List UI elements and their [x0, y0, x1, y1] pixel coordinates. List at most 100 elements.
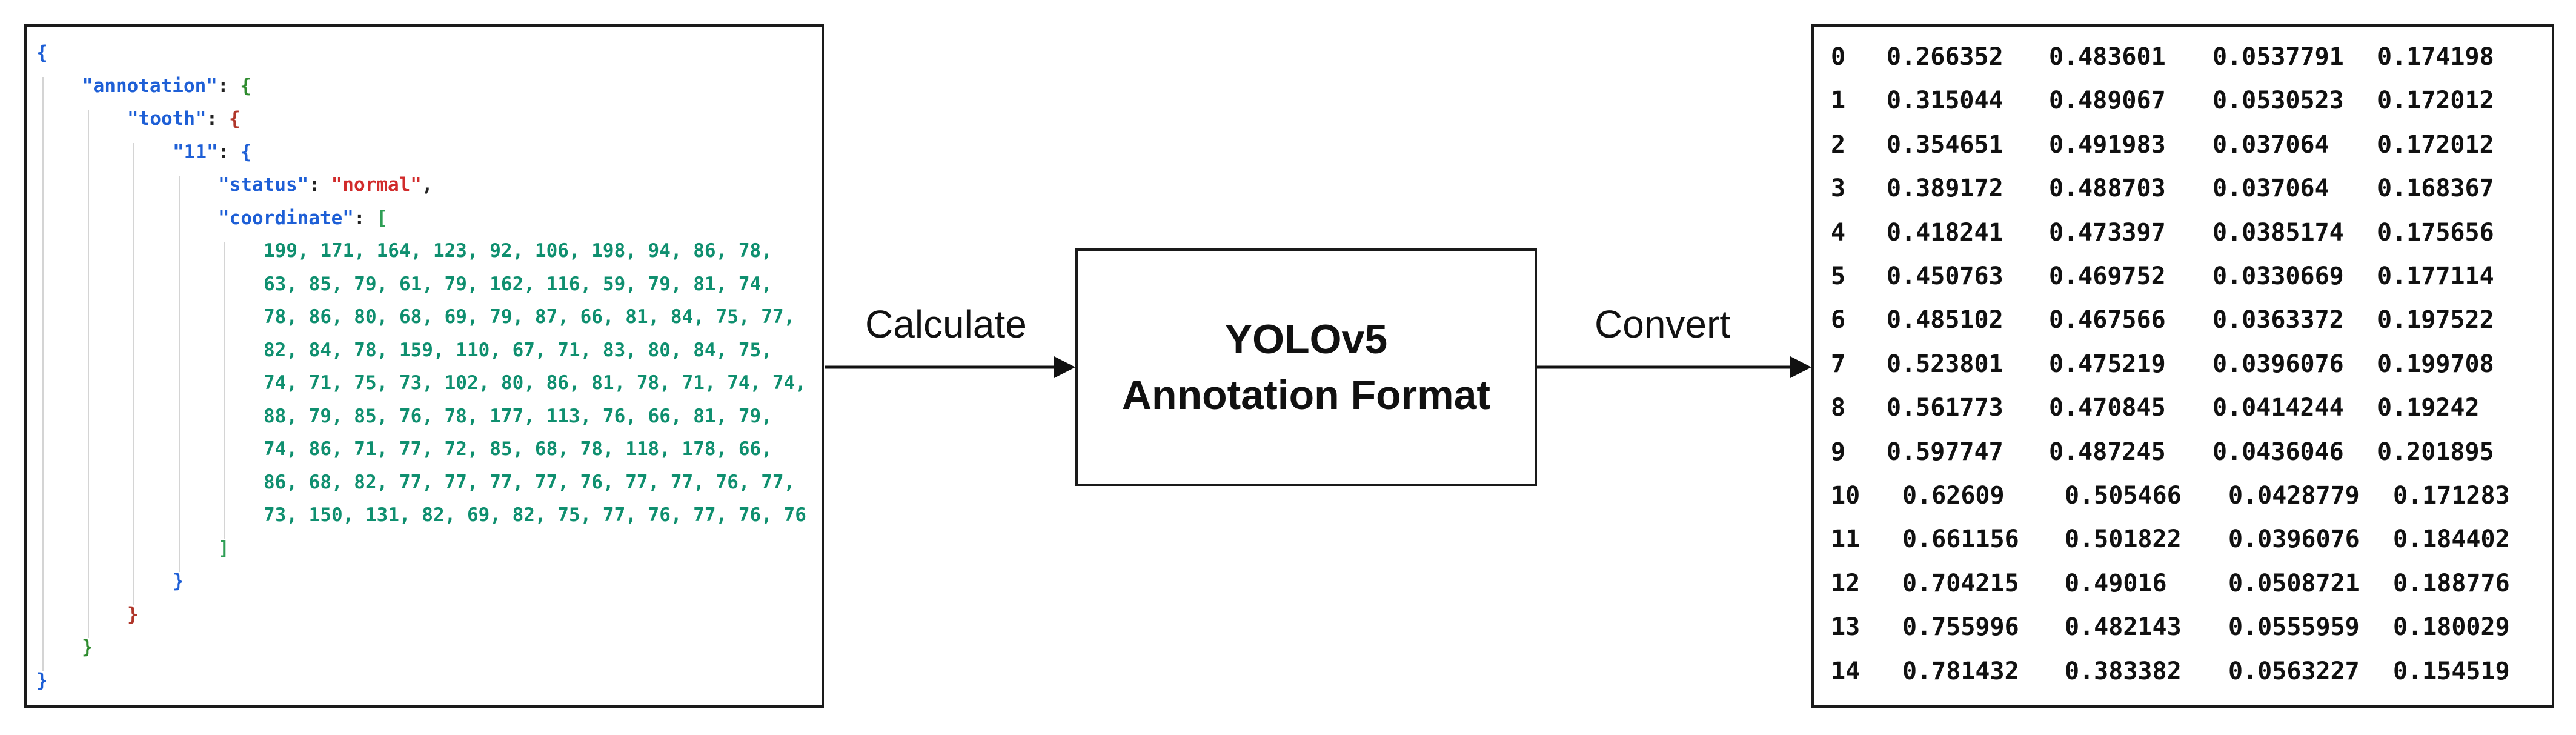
- yolo-x-value: 0.704215: [1902, 569, 2019, 597]
- yolo-w-value: 0.037064: [2213, 130, 2329, 159]
- yolo-y-value: 0.475219: [2049, 350, 2166, 378]
- indent-guide: [224, 242, 225, 539]
- code-token: {: [240, 75, 251, 97]
- json-annotation-panel: {"annotation": {"tooth": {"11": {"status…: [24, 24, 824, 708]
- code-line: ]: [218, 532, 230, 565]
- indent-guide: [42, 76, 44, 671]
- yolo-x-value: 0.561773: [1887, 394, 2003, 422]
- yolov5-format-box: YOLOv5 Annotation Format: [1075, 248, 1537, 486]
- yolo-cls-value: 13: [1831, 613, 1861, 642]
- code-token: "status": [218, 174, 309, 196]
- code-token: "coordinate": [218, 207, 354, 229]
- yolo-x-value: 0.418241: [1887, 218, 2003, 247]
- code-token: :: [353, 207, 377, 229]
- yolo-w-value: 0.0428779: [2228, 482, 2360, 510]
- code-line: 78, 86, 80, 68, 69, 79, 87, 66, 81, 84, …: [264, 301, 795, 334]
- yolo-x-value: 0.523801: [1887, 350, 2003, 378]
- code-line: }: [173, 565, 184, 598]
- yolo-w-value: 0.0508721: [2228, 569, 2360, 597]
- yolo-x-value: 0.315044: [1887, 87, 2003, 115]
- yolo-cls-value: 14: [1831, 657, 1861, 685]
- code-token: "11": [173, 141, 218, 163]
- yolo-y-value: 0.473397: [2049, 218, 2166, 247]
- yolo-y-value: 0.489067: [2049, 87, 2166, 115]
- code-token: 74, 71, 75, 73, 102, 80, 86, 81, 78, 71,…: [264, 372, 806, 394]
- yolo-h-value: 0.174198: [2377, 43, 2494, 71]
- yolo-cls-value: 11: [1831, 525, 1861, 554]
- code-line: 63, 85, 79, 61, 79, 162, 116, 59, 79, 81…: [264, 268, 772, 301]
- code-token: }: [173, 570, 184, 592]
- code-token: :: [217, 75, 241, 97]
- code-token: }: [127, 603, 139, 625]
- yolo-cls-value: 0: [1831, 43, 1846, 71]
- yolo-w-value: 0.0385174: [2213, 218, 2344, 247]
- yolo-w-value: 0.0537791: [2213, 43, 2344, 71]
- code-line: }: [36, 664, 48, 697]
- code-token: :: [217, 141, 241, 163]
- yolo-h-value: 0.154519: [2393, 657, 2510, 685]
- indent-guide: [88, 110, 89, 638]
- indent-guide: [133, 142, 134, 605]
- yolo-x-value: 0.755996: [1902, 613, 2019, 642]
- yolo-w-value: 0.0396076: [2228, 525, 2360, 554]
- code-token: "tooth": [127, 108, 207, 130]
- code-line: "annotation": {: [82, 70, 251, 103]
- yolo-h-value: 0.19242: [2377, 394, 2480, 422]
- yolo-h-value: 0.184402: [2393, 525, 2510, 554]
- yolo-y-value: 0.505466: [2065, 482, 2182, 510]
- code-token: 199, 171, 164, 123, 92, 106, 198, 94, 86…: [264, 240, 772, 262]
- yolo-w-value: 0.0563227: [2228, 657, 2360, 685]
- yolo-w-value: 0.037064: [2213, 175, 2329, 203]
- code-token: "annotation": [82, 75, 217, 97]
- yolo-x-value: 0.266352: [1887, 43, 2003, 71]
- code-line: 73, 150, 131, 82, 69, 82, 75, 77, 76, 77…: [264, 499, 806, 532]
- code-token: ,: [421, 174, 433, 196]
- yolo-x-value: 0.781432: [1902, 657, 2019, 685]
- yolo-h-value: 0.188776: [2393, 569, 2510, 597]
- yolo-y-value: 0.488703: [2049, 175, 2166, 203]
- code-token: 73, 150, 131, 82, 69, 82, 75, 77, 76, 77…: [264, 504, 806, 526]
- yolo-y-value: 0.501822: [2065, 525, 2182, 554]
- code-line: 88, 79, 85, 76, 78, 177, 113, 76, 66, 81…: [264, 400, 772, 433]
- code-token: 88, 79, 85, 76, 78, 177, 113, 76, 66, 81…: [264, 405, 772, 427]
- code-line: 82, 84, 78, 159, 110, 67, 71, 83, 80, 84…: [264, 334, 772, 367]
- code-line: 74, 86, 71, 77, 72, 85, 68, 78, 118, 178…: [264, 433, 772, 466]
- yolo-h-value: 0.197522: [2377, 306, 2494, 334]
- code-line: 199, 171, 164, 123, 92, 106, 198, 94, 86…: [264, 234, 772, 268]
- code-token: {: [228, 108, 241, 130]
- yolo-cls-value: 12: [1831, 569, 1861, 597]
- yolo-h-value: 0.175656: [2377, 218, 2494, 247]
- code-line: }: [82, 631, 93, 664]
- yolo-h-value: 0.172012: [2377, 87, 2494, 115]
- yolo-h-value: 0.171283: [2393, 482, 2510, 510]
- yolo-w-value: 0.0396076: [2213, 350, 2344, 378]
- indent-guide: [179, 176, 180, 572]
- code-token: :: [308, 174, 331, 196]
- code-token: 86, 68, 82, 77, 77, 77, 77, 76, 77, 77, …: [264, 471, 795, 493]
- yolo-cls-value: 7: [1831, 350, 1846, 378]
- code-token: ]: [218, 537, 230, 559]
- format-box-title: YOLOv5 Annotation Format: [1121, 316, 1491, 418]
- code-line: "11": {: [173, 136, 252, 169]
- yolo-x-value: 0.485102: [1887, 306, 2003, 334]
- yolo-x-value: 0.597747: [1887, 437, 2003, 466]
- yolo-cls-value: 5: [1831, 262, 1846, 290]
- yolo-y-value: 0.467566: [2049, 306, 2166, 334]
- yolo-w-value: 0.0530523: [2213, 87, 2344, 115]
- code-token: "normal": [331, 174, 422, 196]
- yolo-label-row: 4 0.418241 0.473397 0.0385174 0.175656: [1814, 211, 2552, 254]
- code-token: {: [240, 141, 252, 163]
- yolo-cls-value: 4: [1831, 218, 1846, 247]
- code-token: [: [376, 207, 388, 229]
- yolo-x-value: 0.661156: [1902, 525, 2019, 554]
- yolo-w-value: 0.0555959: [2228, 613, 2360, 642]
- yolo-x-value: 0.389172: [1887, 175, 2003, 203]
- yolo-y-value: 0.469752: [2049, 262, 2166, 290]
- yolo-cls-value: 6: [1831, 306, 1846, 334]
